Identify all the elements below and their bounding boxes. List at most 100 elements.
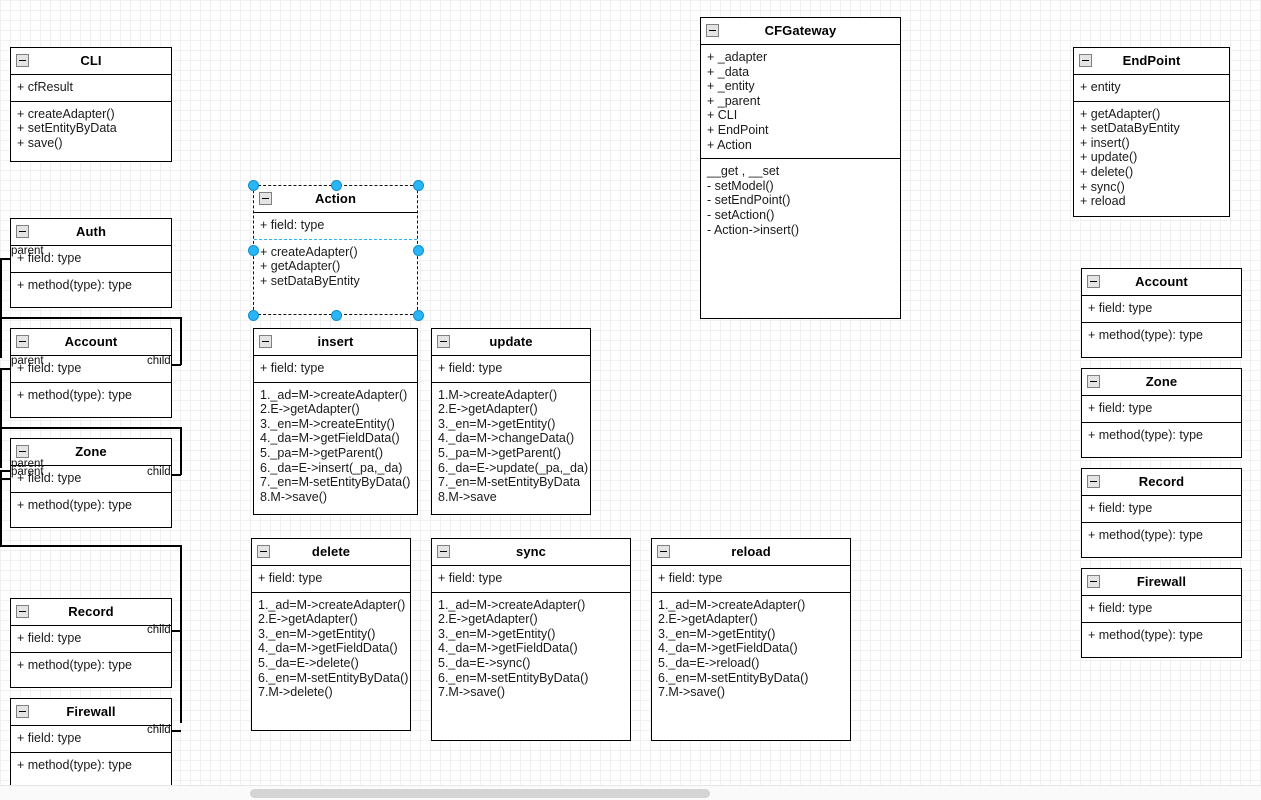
uml-class-endpoint[interactable]: EndPoint+ entity+ getAdapter()+ setDataB… [1073, 47, 1230, 217]
attribute-line: + _data [707, 64, 750, 79]
uml-class-record-left[interactable]: Record+ field: type+ method(type): type [10, 598, 172, 688]
method-line: 4._da=M->changeData() [438, 431, 575, 446]
uml-class-firewall-right[interactable]: Firewall+ field: type+ method(type): typ… [1081, 568, 1242, 658]
class-header: Firewall [11, 699, 171, 726]
connector-segment [180, 317, 182, 365]
uml-class-zone-right[interactable]: Zone+ field: type+ method(type): type [1081, 368, 1242, 458]
resize-handle-sw[interactable] [248, 310, 259, 321]
collapse-icon[interactable] [1087, 375, 1100, 388]
resize-handle-n[interactable] [330, 180, 342, 191]
collapse-icon[interactable] [257, 545, 270, 558]
method-line: + method(type): type [17, 657, 132, 672]
collapse-icon[interactable] [16, 54, 29, 67]
attribute-line: + CLI [707, 108, 738, 123]
connector-segment [0, 427, 181, 429]
uml-class-record-right[interactable]: Record+ field: type+ method(type): type [1081, 468, 1242, 558]
collapse-icon[interactable] [437, 545, 450, 558]
class-name: Firewall [1136, 573, 1187, 589]
uml-class-action[interactable]: Action+ field: type+ createAdapter()+ ge… [253, 185, 418, 315]
uml-class-cli[interactable]: CLI+ cfResult+ createAdapter()+ setEntit… [10, 47, 172, 162]
class-name: CLI [80, 52, 102, 68]
resize-handle-e[interactable] [413, 245, 424, 256]
connector-label-auth-parent: parent [11, 245, 44, 257]
collapse-icon[interactable] [16, 335, 29, 348]
connector-label-record-child: child [147, 624, 171, 636]
connector-label-zone-child: child [147, 466, 171, 478]
collapse-icon[interactable] [657, 545, 670, 558]
collapse-icon[interactable] [1087, 275, 1100, 288]
uml-class-account-right[interactable]: Account + field: type + method(type): type [1081, 268, 1242, 358]
resize-handle-w[interactable] [248, 245, 259, 256]
methods-compartment: + method(type): type [1082, 621, 1241, 649]
attributes-compartment: + field: type [252, 566, 410, 592]
class-header: Account [1082, 269, 1241, 296]
resize-handle-se[interactable] [413, 310, 424, 321]
collapse-icon[interactable] [16, 225, 29, 238]
connector-segment [0, 368, 2, 468]
collapse-icon[interactable] [16, 605, 29, 618]
attributes-compartment: + entity [1074, 75, 1229, 101]
uml-class-cfgateway[interactable]: CFGateway+ _adapter+ _data+ _entity+ _pa… [700, 17, 901, 319]
collapse-icon[interactable] [259, 192, 272, 205]
attributes-compartment: + field: type [1082, 396, 1241, 422]
method-line: 3._en=M->getEntity() [438, 416, 556, 431]
method-line: + method(type): type [1088, 527, 1203, 542]
uml-class-firewall-left[interactable]: Firewall+ field: type+ method(type): typ… [10, 698, 172, 788]
resize-handle-ne[interactable] [413, 180, 424, 191]
method-line: + method(type): type [17, 497, 132, 512]
class-name: CFGateway [764, 22, 837, 38]
connector-label-account-parent: parent [11, 355, 44, 367]
method-line: - setAction() [707, 207, 775, 222]
methods-compartment: + method(type): type [1082, 521, 1241, 549]
methods-compartment: + createAdapter()+ getAdapter()+ setData… [254, 238, 417, 295]
attributes-compartment: + field: type [254, 356, 417, 382]
class-name: Firewall [66, 703, 116, 719]
attributes-compartment: + cfResult [11, 75, 171, 101]
connector-label-zone-parent-1: parent [11, 458, 44, 470]
resize-handle-nw[interactable] [248, 180, 259, 191]
method-line: + update() [1080, 150, 1138, 165]
method-line: + createAdapter() [17, 106, 115, 121]
collapse-icon[interactable] [437, 335, 450, 348]
method-line: 7.M->save() [658, 685, 726, 700]
methods-compartment: 1._ad=M->createAdapter()2.E->getAdapter(… [432, 591, 630, 706]
collapse-icon[interactable] [259, 335, 272, 348]
method-line: + method(type): type [17, 277, 132, 292]
method-line: + method(type): type [1088, 427, 1203, 442]
attribute-line: + _adapter [707, 50, 768, 64]
method-line: 2.E->getAdapter() [260, 402, 360, 417]
uml-class-zone-left[interactable]: Zone+ field: type+ method(type): type [10, 438, 172, 528]
method-line: + method(type): type [17, 387, 132, 402]
collapse-icon[interactable] [1087, 475, 1100, 488]
connector-segment [0, 478, 14, 480]
horizontal-scrollbar[interactable] [0, 785, 1261, 800]
class-header: Action [254, 186, 417, 213]
method-line: 6._en=M-setEntityByData() [658, 670, 809, 685]
attribute-line: + field: type [1088, 301, 1153, 315]
class-header: Record [1082, 469, 1241, 496]
collapse-icon[interactable] [1087, 575, 1100, 588]
scrollbar-thumb[interactable] [250, 789, 710, 798]
collapse-icon[interactable] [706, 24, 719, 37]
uml-class-auth[interactable]: Auth+ field: type+ method(type): type [10, 218, 172, 308]
method-line: + method(type): type [1088, 327, 1203, 342]
collapse-icon[interactable] [1079, 54, 1092, 67]
method-line: + setDataByEntity [260, 273, 360, 288]
method-line: - setEndPoint() [707, 193, 791, 208]
uml-class-account-left[interactable]: Account+ field: type+ method(type): type [10, 328, 172, 418]
class-name: reload [731, 543, 771, 559]
collapse-icon[interactable] [16, 705, 29, 718]
class-name: insert [317, 333, 354, 349]
connector-segment [0, 545, 181, 547]
attribute-line: + field: type [438, 361, 503, 375]
resize-handle-s[interactable] [330, 310, 342, 321]
attribute-line: + field: type [260, 361, 325, 375]
class-header: Auth [11, 219, 171, 246]
collapse-icon[interactable] [16, 445, 29, 458]
